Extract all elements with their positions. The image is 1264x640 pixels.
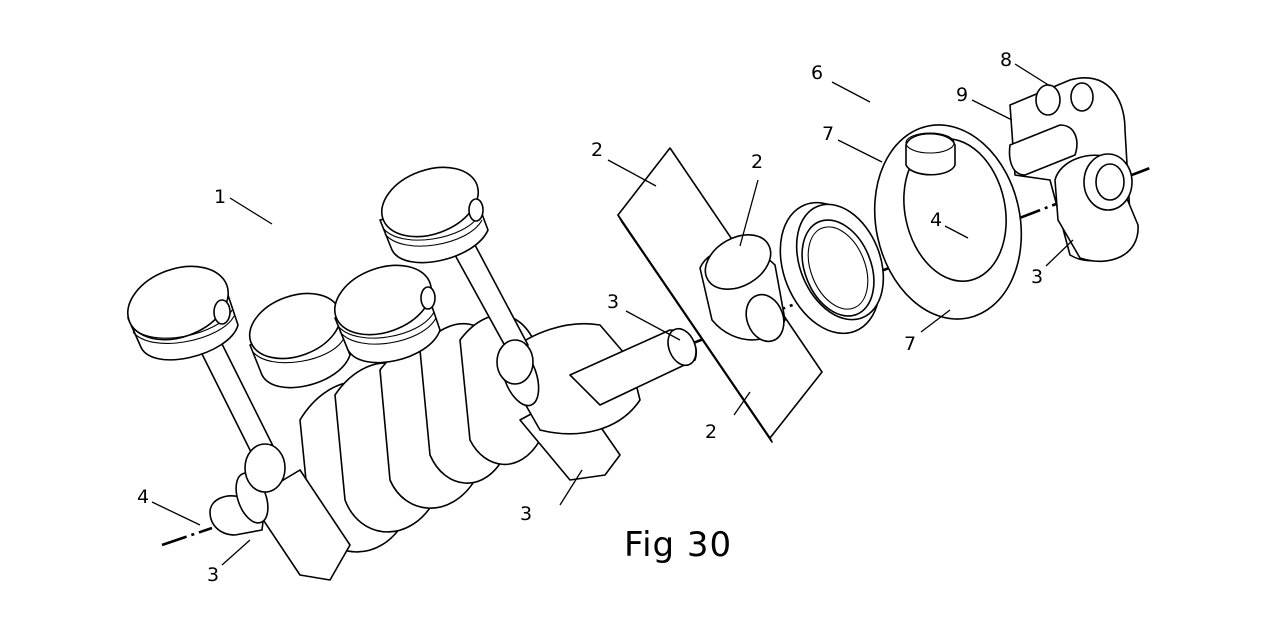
label-7-bottom: 7 <box>904 333 916 355</box>
label-2-bushing: 2 <box>751 151 763 173</box>
piston-4 <box>379 166 489 264</box>
axis-line-left <box>161 526 213 547</box>
label-4-right: 4 <box>930 209 942 231</box>
bushing-part <box>699 234 786 343</box>
label-7-top: 7 <box>822 123 834 145</box>
piston-3 <box>333 264 441 364</box>
label-4-left: 4 <box>137 486 149 508</box>
leader-lines <box>151 63 1074 566</box>
label-2-plate-top: 2 <box>591 139 603 161</box>
label-3-shaft: 3 <box>607 291 619 313</box>
label-3-bracket: 3 <box>1031 266 1043 288</box>
label-3-crank: 3 <box>520 503 532 525</box>
crankshaft-assembly <box>126 166 697 581</box>
reference-labels: 1 2 2 2 3 6 7 7 4 8 9 3 3 3 4 <box>137 49 1043 586</box>
bearing-part <box>779 201 885 335</box>
ring-part <box>873 124 1023 320</box>
label-9: 9 <box>956 84 968 106</box>
label-3-front: 3 <box>207 564 219 586</box>
piston-2 <box>248 292 351 389</box>
figure-caption: Fig 30 <box>624 525 732 565</box>
label-8: 8 <box>1000 49 1012 71</box>
label-1: 1 <box>214 186 226 208</box>
label-2-plate-bottom: 2 <box>705 421 717 443</box>
piston-1 <box>126 265 239 361</box>
bracket-part <box>1008 77 1139 263</box>
label-6: 6 <box>811 62 823 84</box>
